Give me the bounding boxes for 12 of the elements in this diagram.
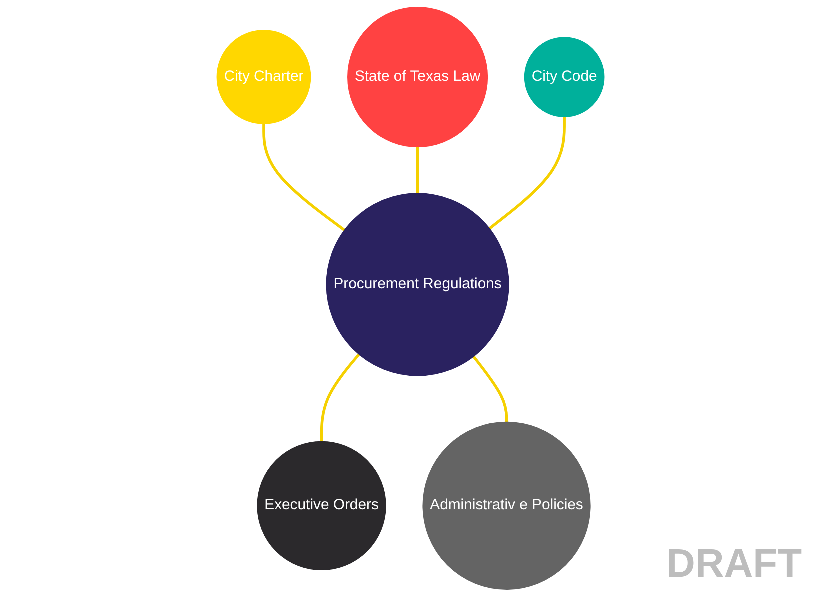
node-circle: Executive Orders xyxy=(257,441,387,571)
node-circle: Administrativ e Policies xyxy=(422,422,592,590)
node-circle: Procurement Regulations xyxy=(326,193,510,376)
connector xyxy=(472,356,508,422)
connector xyxy=(416,147,420,194)
connector xyxy=(262,124,346,232)
node-circle: City Charter xyxy=(217,30,312,124)
watermark-text: DRAFT xyxy=(666,542,802,587)
node-circle: City Code xyxy=(524,37,605,118)
connector xyxy=(489,116,566,230)
connector xyxy=(320,354,361,442)
node-circle: State of Texas Law xyxy=(348,6,488,148)
